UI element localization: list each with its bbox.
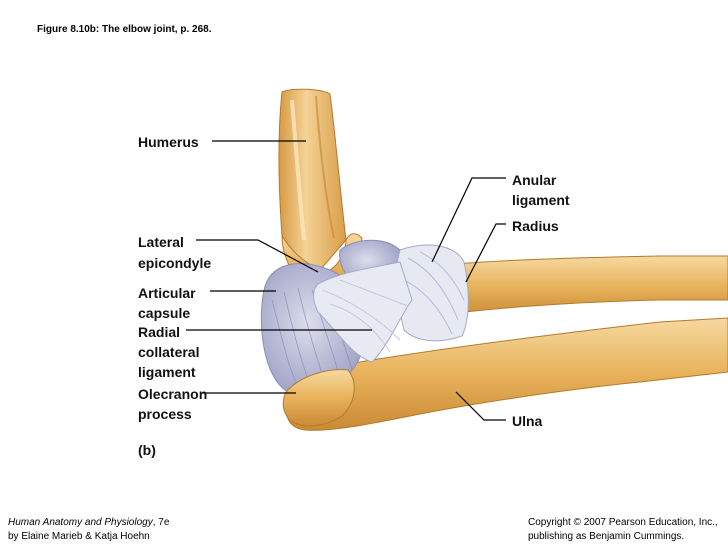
label-radius: Radius: [512, 218, 559, 234]
label-anular-1: Anular: [512, 172, 557, 188]
collateral-fibers: [321, 279, 409, 353]
humerus-bone: [278, 88, 347, 271]
radius-bone: [399, 255, 728, 319]
anular-fibers: [403, 251, 465, 335]
label-lateral-epicondyle-2: epicondyle: [138, 255, 212, 271]
leader-ulna: [455, 391, 506, 421]
label-articular-capsule-2: capsule: [138, 305, 191, 321]
credit-publisher: publishing as Benjamin Cummings.: [528, 531, 685, 542]
label-articular-capsule-1: Articular: [138, 285, 196, 301]
label-anular-2: ligament: [512, 192, 570, 208]
credit-copyright: Copyright © 2007 Pearson Education, Inc.…: [528, 517, 718, 528]
label-ulna: Ulna: [512, 413, 543, 429]
credit-edition: , 7e: [152, 517, 170, 528]
credit-book: Human Anatomy and Physiology, 7e: [8, 516, 169, 530]
label-radial-collateral-2: collateral: [138, 344, 200, 360]
leader-lateral-epicondyle: [196, 239, 319, 273]
leader-anular: [431, 177, 506, 263]
label-olecranon-1: Olecranon: [138, 386, 208, 402]
radial-collateral-ligament-shape: [313, 261, 413, 363]
label-radial-collateral-3: ligament: [138, 364, 196, 380]
label-radial-collateral-1: Radial: [138, 324, 181, 340]
label-olecranon-2: process: [138, 406, 192, 422]
panel-label: (b): [138, 442, 156, 458]
label-humerus: Humerus: [138, 134, 199, 150]
credit-authors: by Elaine Marieb & Katja Hoehn: [8, 531, 150, 542]
credit-book-title: Human Anatomy and Physiology: [8, 517, 153, 528]
leader-lines: [186, 140, 506, 421]
label-lateral-epicondyle-1: Lateral: [138, 234, 184, 250]
ulna-bone: [285, 317, 728, 431]
leader-radius: [465, 223, 506, 283]
figure-caption: Figure 8.10b: The elbow joint, p. 268.: [37, 24, 212, 35]
olecranon-shape: [282, 369, 355, 427]
